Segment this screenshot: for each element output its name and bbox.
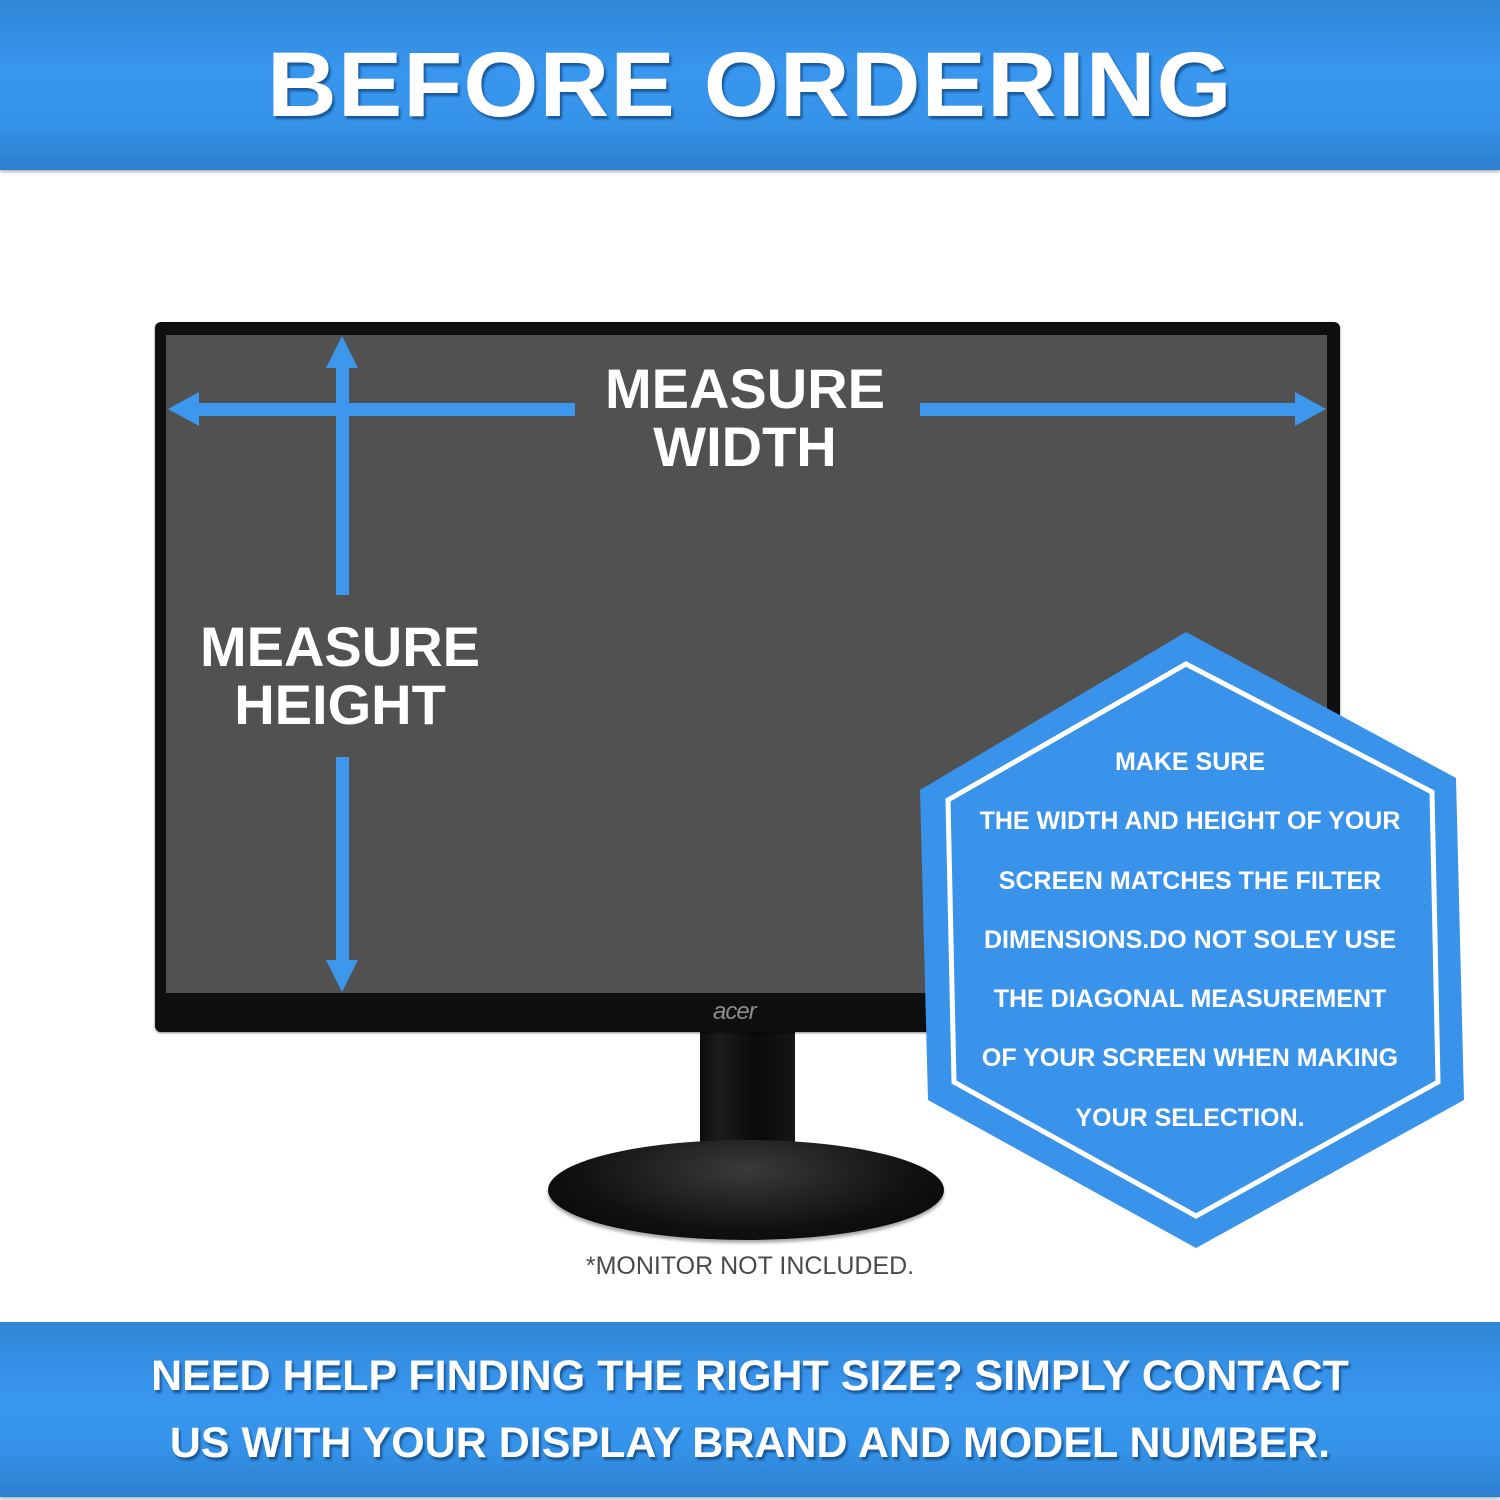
page-title: BEFORE ORDERING bbox=[267, 33, 1233, 136]
monitor-stand-base bbox=[548, 1140, 944, 1240]
disclaimer-text: *MONITOR NOT INCLUDED. bbox=[585, 1252, 915, 1280]
measure-height-line-1: MEASURE bbox=[199, 615, 481, 678]
footer-banner: NEED HELP FINDING THE RIGHT SIZE? SIMPLY… bbox=[0, 1322, 1500, 1497]
height-arrow-bottom-shaft bbox=[336, 757, 349, 962]
measure-height-label: MEASURE HEIGHT bbox=[180, 618, 500, 734]
arrow-down-icon bbox=[326, 960, 358, 992]
arrow-up-icon bbox=[326, 336, 358, 368]
footer-line-2: US WITH YOUR DISPLAY BRAND AND MODEL NUM… bbox=[169, 1418, 1331, 1467]
notice-line: THE DIAGONAL MEASUREMENT bbox=[993, 985, 1387, 1014]
width-arrow-left-shaft bbox=[195, 403, 575, 416]
measure-width-line-1: MEASURE bbox=[604, 357, 886, 420]
height-arrow-top-shaft bbox=[336, 365, 349, 595]
notice-line: DIMENSIONS.DO NOT SOLEY USE bbox=[983, 925, 1397, 954]
notice-line: YOUR SELECTION. bbox=[1075, 1103, 1305, 1132]
brand-logo: acer bbox=[713, 998, 757, 1025]
measure-width-label: MEASURE WIDTH bbox=[580, 360, 910, 476]
header-banner: BEFORE ORDERING bbox=[0, 0, 1500, 170]
notice-line: SCREEN MATCHES THE FILTER bbox=[998, 866, 1382, 895]
arrow-left-icon bbox=[168, 392, 199, 426]
notice-line: THE WIDTH AND HEIGHT OF YOUR bbox=[979, 807, 1401, 836]
arrow-right-icon bbox=[1295, 392, 1326, 426]
notice-line: MAKE SURE bbox=[1114, 748, 1265, 776]
notice-text: MAKE SURE THE WIDTH AND HEIGHT OF YOUR S… bbox=[945, 730, 1435, 1145]
notice-hexagon bbox=[920, 632, 1464, 1248]
measure-width-line-2: WIDTH bbox=[653, 415, 837, 478]
notice-line: OF YOUR SCREEN WHEN MAKING bbox=[981, 1044, 1399, 1073]
width-arrow-right-shaft bbox=[920, 403, 1300, 416]
footer-line-1: NEED HELP FINDING THE RIGHT SIZE? SIMPLY… bbox=[151, 1351, 1349, 1400]
measure-height-line-2: HEIGHT bbox=[234, 673, 446, 736]
